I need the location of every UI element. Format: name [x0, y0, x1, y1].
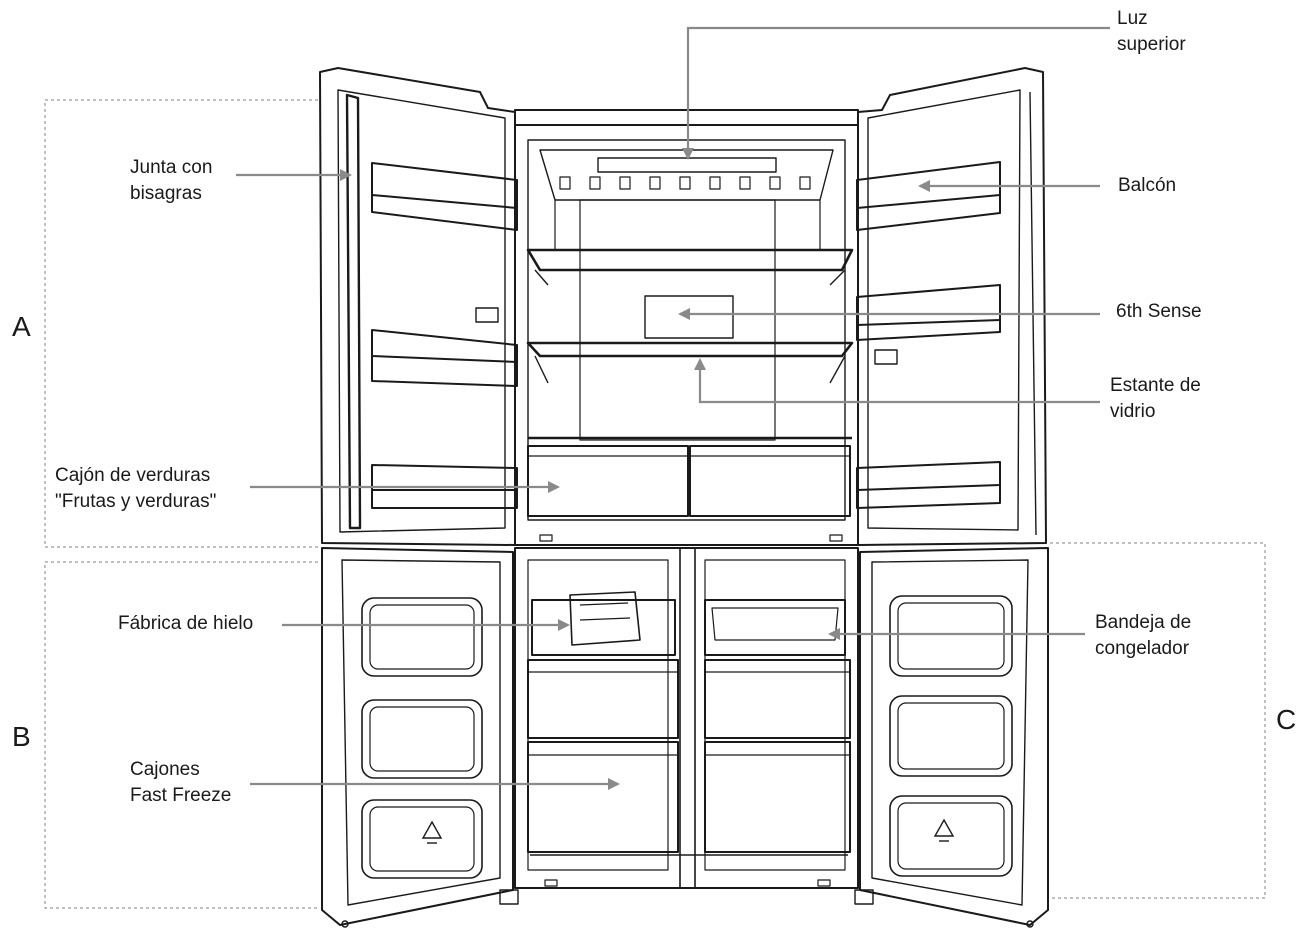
label-sixth-sense: 6th Sense: [1116, 301, 1202, 322]
label-balcon: Balcón: [1118, 175, 1177, 196]
label-estante-vidrio: Estante de vidrio: [1110, 375, 1201, 422]
lower-right-door: [859, 547, 1049, 926]
zone-outlines: [44, 99, 1266, 909]
ice-maker: [531, 599, 676, 656]
arrow-estante-vidrio: [694, 358, 1100, 404]
feet: [341, 889, 1034, 928]
lower-left-door: [321, 547, 514, 926]
label-bandeja-congelador: Bandeja de congelador: [1095, 612, 1192, 659]
glass-shelf-middle: [526, 341, 854, 358]
arrow-luz-superior: [682, 26, 1110, 160]
zone-c-outline: [1050, 542, 1266, 899]
glass-shelf-top: [526, 248, 854, 272]
top-light: [597, 157, 777, 173]
freezer-cabinet: [514, 547, 859, 889]
sixth-sense-panel: [644, 295, 734, 339]
zone-b-label: B: [12, 721, 31, 752]
upper-right-door: [856, 67, 1047, 546]
zone-c-label: C: [1276, 704, 1297, 735]
freezer-tray: [704, 599, 846, 656]
label-cajon-verduras: Cajón de verduras "Frutas y verduras": [55, 465, 217, 512]
recycle-icon: [421, 820, 443, 844]
label-fabrica-hielo: Fábrica de hielo: [118, 613, 254, 634]
hinged-gasket: [345, 93, 362, 530]
recycle-icon: [933, 818, 955, 842]
upper-left-door: [319, 67, 518, 546]
label-luz-superior: Luz superior: [1117, 8, 1186, 55]
label-junta-bisagras: Junta con bisagras: [130, 157, 213, 204]
callout-arrows: [236, 26, 1110, 790]
label-cajones-fast-freeze: Cajones Fast Freeze: [130, 759, 232, 806]
fridge-cabinet: [514, 109, 859, 546]
zone-b-outline: [44, 561, 318, 909]
zone-a-label: A: [12, 311, 31, 342]
